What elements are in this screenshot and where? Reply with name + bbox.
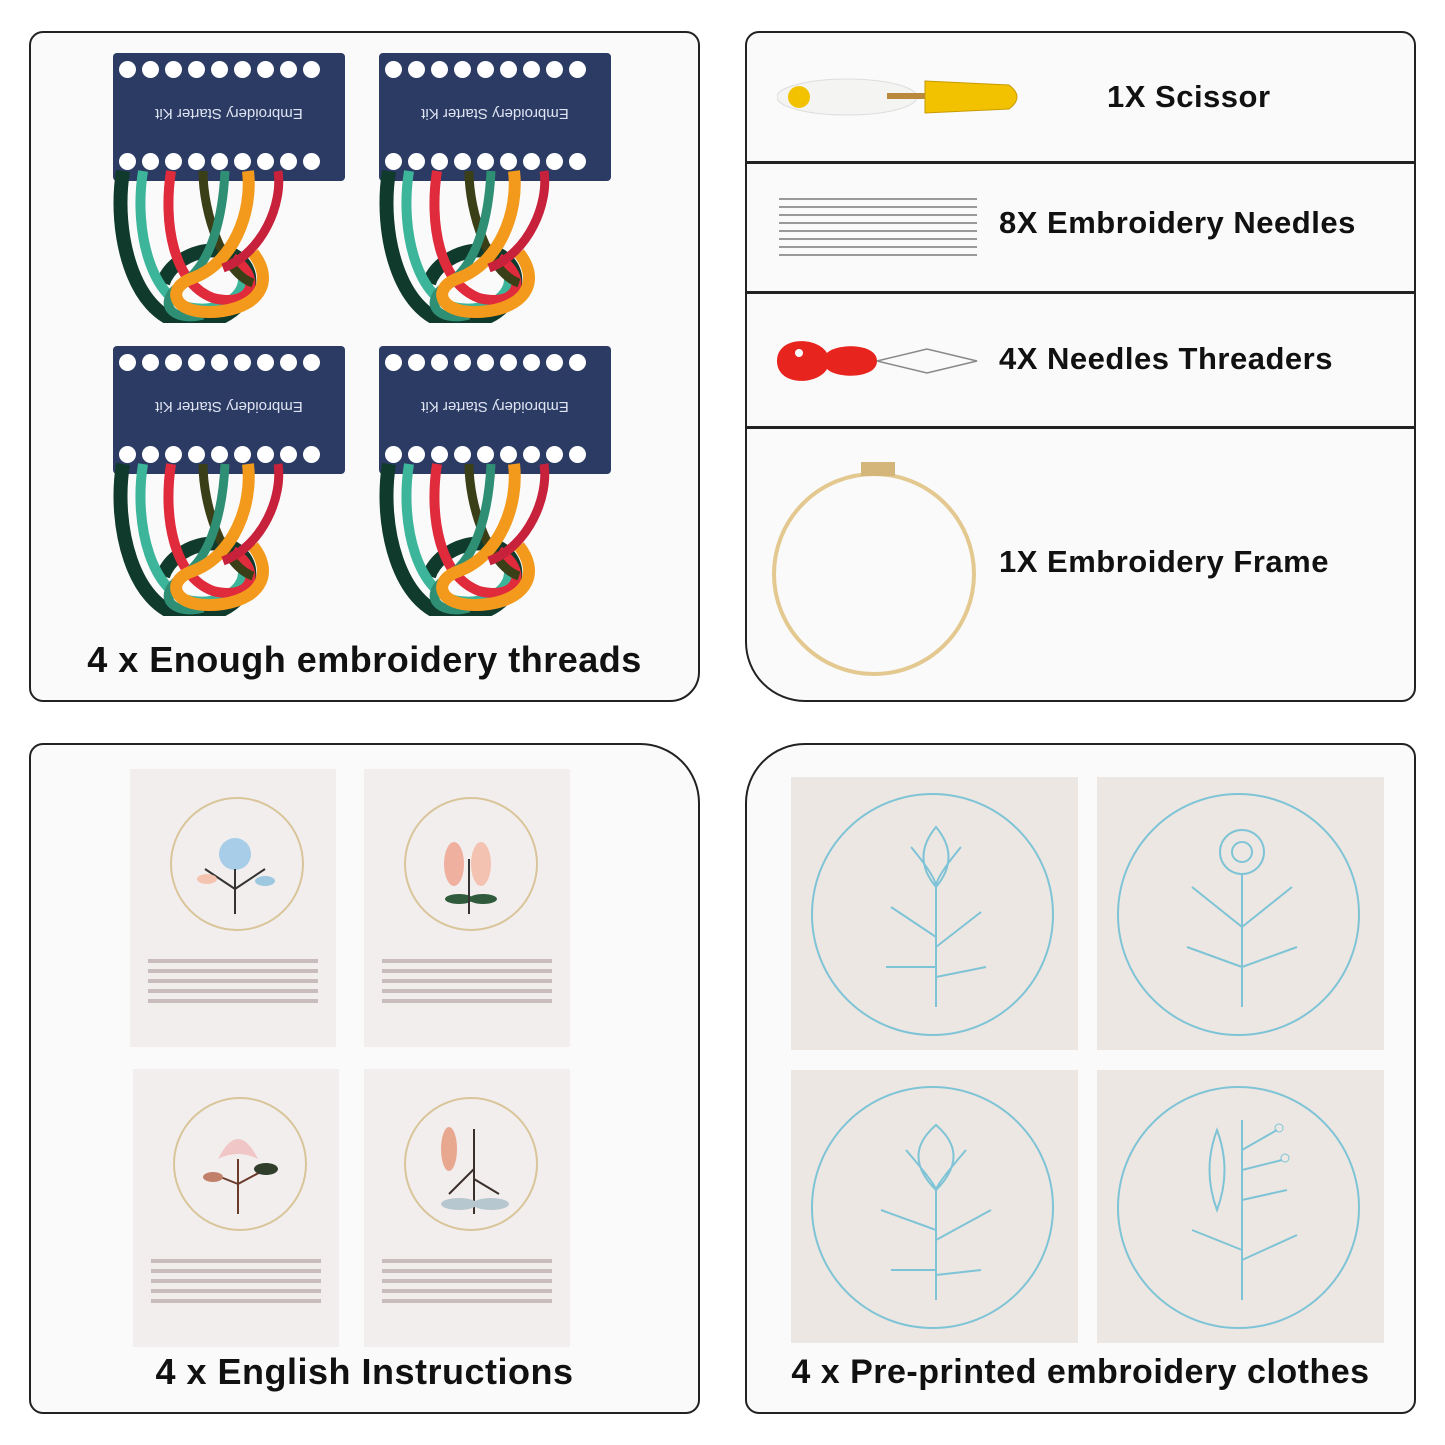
thread-kit: Embroidery Starter Kit [379, 346, 611, 616]
instruction-sheet [364, 769, 570, 1047]
printed-cloth [791, 1070, 1078, 1343]
threads-icon [379, 462, 550, 616]
flower-pattern-icon [886, 825, 987, 1007]
printed-cloth [1097, 1070, 1384, 1343]
flower-icon [197, 838, 275, 914]
printed-cloth [1097, 777, 1384, 1050]
tool-row-threaders: 4X Needles Threaders [747, 291, 1414, 429]
tool-label: 4X Needles Threaders [999, 341, 1333, 376]
instructions-panel: 4 x English Instructions [29, 743, 700, 1414]
thread-organizer-card: Embroidery Starter Kit [113, 346, 345, 474]
cloths-caption: 4 x Pre-printed embroidery clothes [791, 1353, 1370, 1391]
thread-kit: Embroidery Starter Kit [113, 346, 345, 616]
tool-row-frame: 1X Embroidery Frame [747, 426, 1414, 700]
threads-panel: Embroidery Starter Kit Embroidery Starte… [29, 31, 700, 702]
scissor-icon [777, 78, 1018, 116]
hoop-icon [772, 462, 976, 676]
tool-label: 1X Embroidery Frame [999, 544, 1329, 579]
instructions-caption: 4 x English Instructions [155, 1351, 574, 1392]
tool-row-scissor: 1X Scissor [747, 33, 1414, 164]
tool-row-needles: 8X Embroidery Needles [747, 161, 1414, 294]
cloths-panel: 4 x Pre-printed embroidery clothes [745, 743, 1416, 1414]
instruction-sheet [130, 769, 336, 1047]
thread-kit: Embroidery Starter Kit [113, 53, 345, 323]
thread-organizer-card: Embroidery Starter Kit [379, 53, 611, 181]
thread-organizer-card: Embroidery Starter Kit [113, 53, 345, 181]
flower-pattern-icon [1191, 1120, 1298, 1300]
flower-pattern-icon [880, 1123, 992, 1300]
threads-icon [379, 169, 550, 323]
printed-cloth [791, 777, 1078, 1050]
thread-organizer-card: Embroidery Starter Kit [379, 346, 611, 474]
tool-label: 1X Scissor [1107, 79, 1271, 114]
threads-icon [113, 462, 284, 616]
tools-panel: 1X Scissor 8X Embroidery Needles 4X Need… [745, 31, 1416, 702]
threader-icon [777, 341, 978, 381]
flower-pattern-icon [1186, 829, 1298, 1007]
needles-icon [779, 198, 977, 256]
tool-label: 8X Embroidery Needles [999, 205, 1356, 240]
flower-icon [441, 1127, 509, 1214]
flower-icon [444, 842, 497, 914]
flower-icon [203, 1139, 278, 1214]
instruction-sheet [133, 1069, 339, 1347]
threads-caption: 4 x Enough embroidery threads [87, 639, 642, 680]
thread-kit: Embroidery Starter Kit [379, 53, 611, 323]
instruction-sheet [364, 1069, 570, 1347]
threads-icon [113, 169, 284, 323]
